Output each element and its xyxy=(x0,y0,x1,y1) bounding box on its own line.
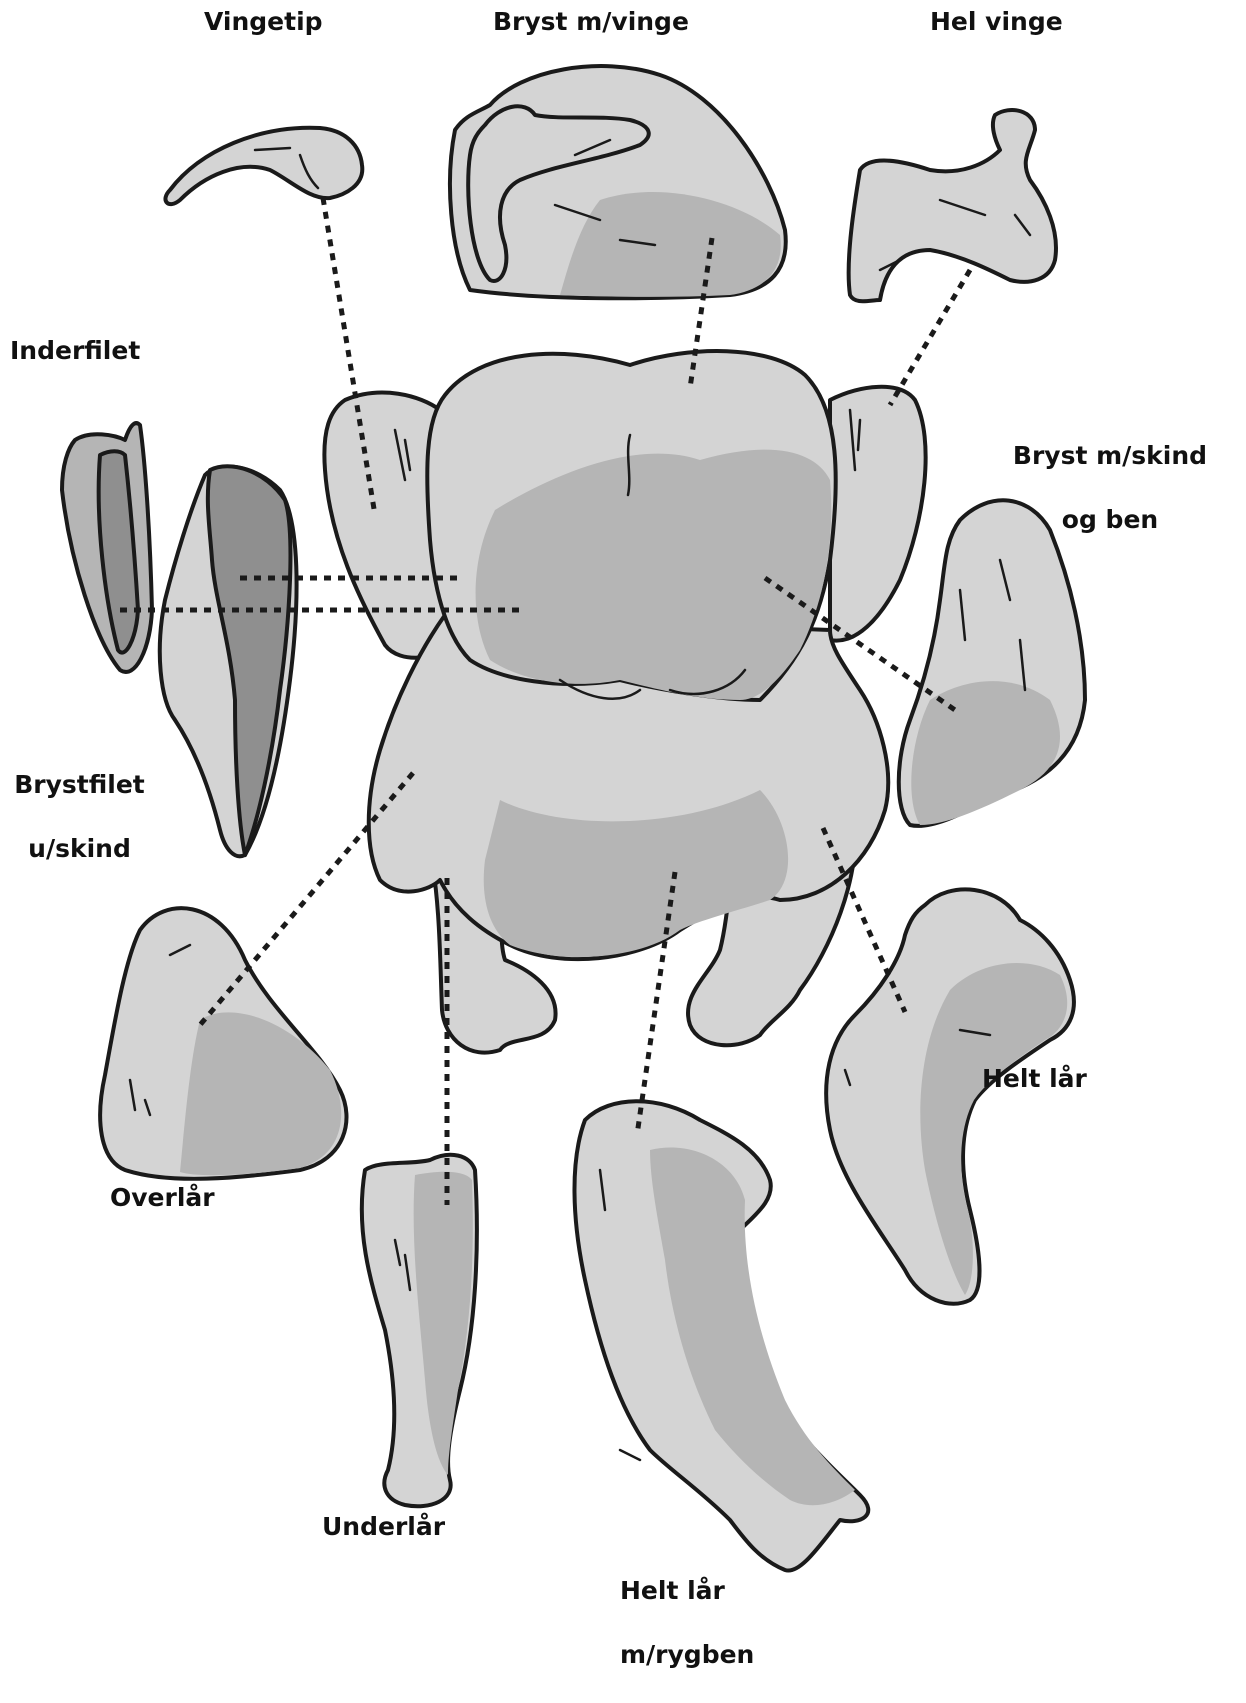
whole-chicken xyxy=(324,351,925,1053)
label-helt-laar-rygben-line2: m/rygben xyxy=(620,1639,754,1671)
vingetip-piece xyxy=(165,128,362,204)
label-helt-laar-rygben: Helt lår m/rygben xyxy=(620,1543,754,1703)
helt-laar-piece xyxy=(826,889,1074,1303)
label-bryst-m-skind-line1: Bryst m/skind xyxy=(1005,440,1215,472)
hel-vinge-shape xyxy=(849,110,1056,301)
label-inderfilet: Inderfilet xyxy=(10,335,140,367)
label-helt-laar-rygben-line1: Helt lår xyxy=(620,1575,754,1607)
underlaar-piece xyxy=(362,1155,477,1506)
chicken-breast-keel xyxy=(628,435,630,495)
label-overlaar: Overlår xyxy=(110,1182,215,1214)
bryst-m-vinge-piece xyxy=(450,66,786,298)
hel-vinge-piece xyxy=(849,110,1056,301)
label-bryst-m-skind: Bryst m/skind og ben xyxy=(1005,408,1215,568)
label-bryst-m-vinge: Bryst m/vinge xyxy=(493,6,689,38)
label-underlaar: Underlår xyxy=(322,1511,445,1543)
label-hel-vinge: Hel vinge xyxy=(930,6,1063,38)
label-bryst-m-skind-line2: og ben xyxy=(1005,504,1215,536)
label-helt-laar: Helt lår xyxy=(982,1063,1087,1095)
chicken-cuts-diagram xyxy=(0,0,1246,1618)
helt-laar-rygben-piece xyxy=(574,1101,868,1570)
overlaar-piece xyxy=(100,908,346,1179)
vingetip-shape xyxy=(165,128,362,204)
brystfilet-piece xyxy=(160,466,297,856)
label-vingetip: Vingetip xyxy=(204,6,323,38)
label-brystfilet-line2: u/skind xyxy=(12,833,147,865)
guide-hel-vinge xyxy=(890,270,970,405)
chicken-right-wing xyxy=(830,387,926,641)
inderfilet-piece xyxy=(62,423,152,672)
label-brystfilet: Brystfilet u/skind xyxy=(12,737,147,897)
bryst-m-skind-shade xyxy=(911,681,1060,825)
overlaar-shade xyxy=(180,1012,341,1175)
label-brystfilet-line1: Brystfilet xyxy=(12,769,147,801)
